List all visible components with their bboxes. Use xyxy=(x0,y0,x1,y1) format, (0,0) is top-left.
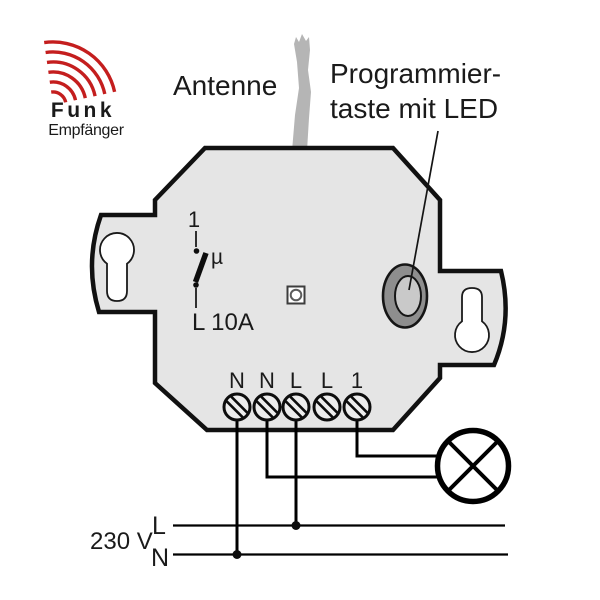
logo-sub-text: Empfänger xyxy=(48,122,125,139)
switch-channel-label: 1 xyxy=(188,207,200,232)
live-label: L xyxy=(152,512,166,540)
terminal-label-n1: N xyxy=(229,368,245,393)
program-label-line2: taste mit LED xyxy=(330,93,498,124)
lamp-icon xyxy=(434,427,512,505)
switch-blade xyxy=(192,252,209,283)
keyhole-left xyxy=(99,232,135,302)
wire-n-to-lamp xyxy=(265,407,441,479)
program-pointer-line xyxy=(408,130,439,291)
center-marker-circle xyxy=(289,288,303,302)
program-button xyxy=(381,263,429,329)
terminal-label-n2: N xyxy=(259,368,275,393)
terminal-label-l1: L xyxy=(290,368,302,393)
logo-brand-text: Funk xyxy=(51,99,115,122)
switch-rating-label: L 10A xyxy=(192,309,254,336)
program-button-cap xyxy=(394,275,422,317)
neutral-label: N xyxy=(151,544,169,572)
screw-terminal-1 xyxy=(342,392,372,422)
switch-mu-label: µ xyxy=(211,246,223,269)
antenna-wire xyxy=(292,34,311,151)
terminal-label-l2: L xyxy=(321,368,333,393)
screw-terminal-l1 xyxy=(281,392,311,422)
screw-terminal-n2 xyxy=(252,392,282,422)
program-label-line1: Programmier- xyxy=(330,58,501,89)
wire-1-to-lamp xyxy=(355,407,441,458)
junction-dot-n xyxy=(232,550,242,559)
antenna-label: Antenne xyxy=(173,70,277,101)
switch-contact-top xyxy=(193,248,200,254)
keyhole-right xyxy=(454,287,490,353)
radio-waves-icon xyxy=(43,40,117,103)
junction-dot-l xyxy=(291,521,301,530)
terminal-label-1: 1 xyxy=(351,368,363,393)
switch-symbol: 1 µ L 10A xyxy=(188,207,254,336)
switch-contact-bottom xyxy=(193,282,199,288)
screw-terminal-l2 xyxy=(312,392,342,422)
center-marker xyxy=(286,285,306,305)
voltage-label: 230 V xyxy=(90,528,153,555)
funk-logo: Funk Empfänger xyxy=(43,40,125,139)
lamp-cross xyxy=(447,440,499,492)
screw-terminal-n1 xyxy=(222,392,252,422)
